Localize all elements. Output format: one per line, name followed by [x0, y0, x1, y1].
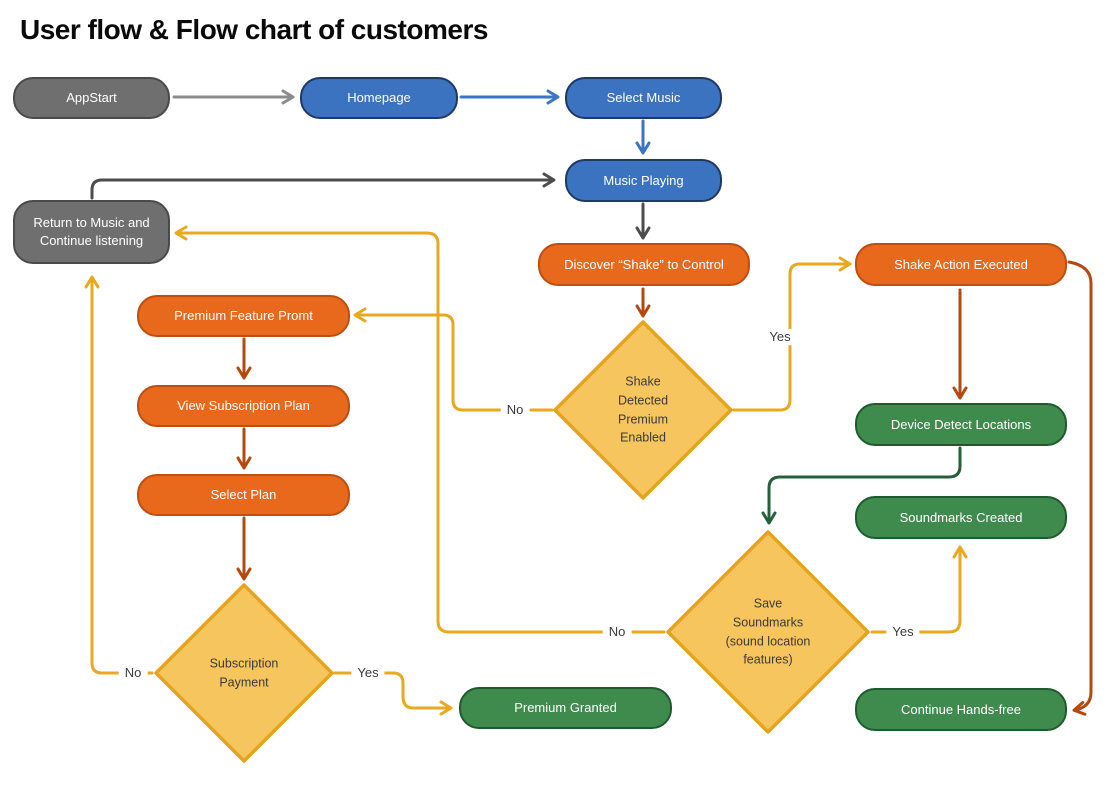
- node-device-detect-label: Device Detect Locations: [890, 416, 1032, 432]
- edge-label-subscription-yes: Yes: [351, 665, 385, 681]
- edge-label-save-no: No: [602, 624, 632, 640]
- node-select-plan[interactable]: Select Plan: [137, 474, 350, 516]
- node-select-plan-label: Select Plan: [210, 487, 277, 503]
- node-homepage[interactable]: Homepage: [300, 77, 458, 119]
- edge-label-shake-no: No: [500, 402, 530, 418]
- edge-save-decision-no-to-return: [174, 225, 666, 634]
- node-view-plan-label: View Subscription Plan: [177, 398, 310, 414]
- edge-label-shake-yes: Yes: [763, 329, 797, 345]
- node-continue-handsfree[interactable]: Continue Hands-free: [855, 688, 1067, 731]
- decision-shake-detected[interactable]: [553, 320, 733, 500]
- node-soundmarks-created-label: Soundmarks Created: [899, 509, 1023, 525]
- edge-subscription-yes-to-premium-granted: [332, 671, 453, 716]
- node-soundmarks-created[interactable]: Soundmarks Created: [855, 496, 1067, 539]
- edge-save-decision-yes-to-soundmarks-created: [870, 545, 968, 634]
- node-device-detect[interactable]: Device Detect Locations: [855, 403, 1067, 446]
- edge-return-to-music-playing: [90, 172, 556, 200]
- page-title: User flow & Flow chart of customers: [20, 14, 488, 45]
- node-appstart-label: AppStart: [66, 90, 117, 106]
- decision-save-soundmarks[interactable]: [666, 530, 870, 734]
- node-shake-action-label: Shake Action Executed: [894, 256, 1028, 272]
- node-premium-prompt[interactable]: Premium Feature Promt: [137, 295, 350, 337]
- edge-shake-decision-no-to-premium-prompt: [353, 307, 554, 412]
- node-appstart[interactable]: AppStart: [13, 77, 170, 119]
- node-premium-granted-label: Premium Granted: [514, 700, 617, 716]
- node-music-playing[interactable]: Music Playing: [565, 159, 722, 202]
- node-discover-shake[interactable]: Discover “Shake” to Control: [538, 243, 750, 286]
- edge-label-subscription-no: No: [118, 665, 148, 681]
- edge-device-detect-to-save-decision: [761, 446, 962, 525]
- edge-subscription-no-to-return: [84, 275, 154, 675]
- node-premium-prompt-label: Premium Feature Promt: [174, 308, 313, 324]
- node-select-music-label: Select Music: [606, 90, 681, 106]
- node-select-music[interactable]: Select Music: [565, 77, 722, 119]
- node-view-plan[interactable]: View Subscription Plan: [137, 385, 350, 427]
- node-return-to-music-label: Return to Music and Continue listening: [33, 215, 150, 248]
- edge-label-save-yes: Yes: [886, 624, 920, 640]
- node-discover-shake-label: Discover “Shake” to Control: [564, 256, 724, 272]
- node-homepage-label: Homepage: [347, 90, 411, 106]
- node-return-to-music[interactable]: Return to Music and Continue listening: [13, 200, 170, 264]
- node-music-playing-label: Music Playing: [603, 172, 684, 188]
- node-premium-granted[interactable]: Premium Granted: [459, 687, 672, 729]
- decision-subscription-payment[interactable]: [154, 583, 334, 763]
- edge-shake-action-to-continue-handsfree: [1067, 260, 1093, 716]
- node-shake-action[interactable]: Shake Action Executed: [855, 243, 1067, 286]
- node-continue-handsfree-label: Continue Hands-free: [901, 701, 1021, 717]
